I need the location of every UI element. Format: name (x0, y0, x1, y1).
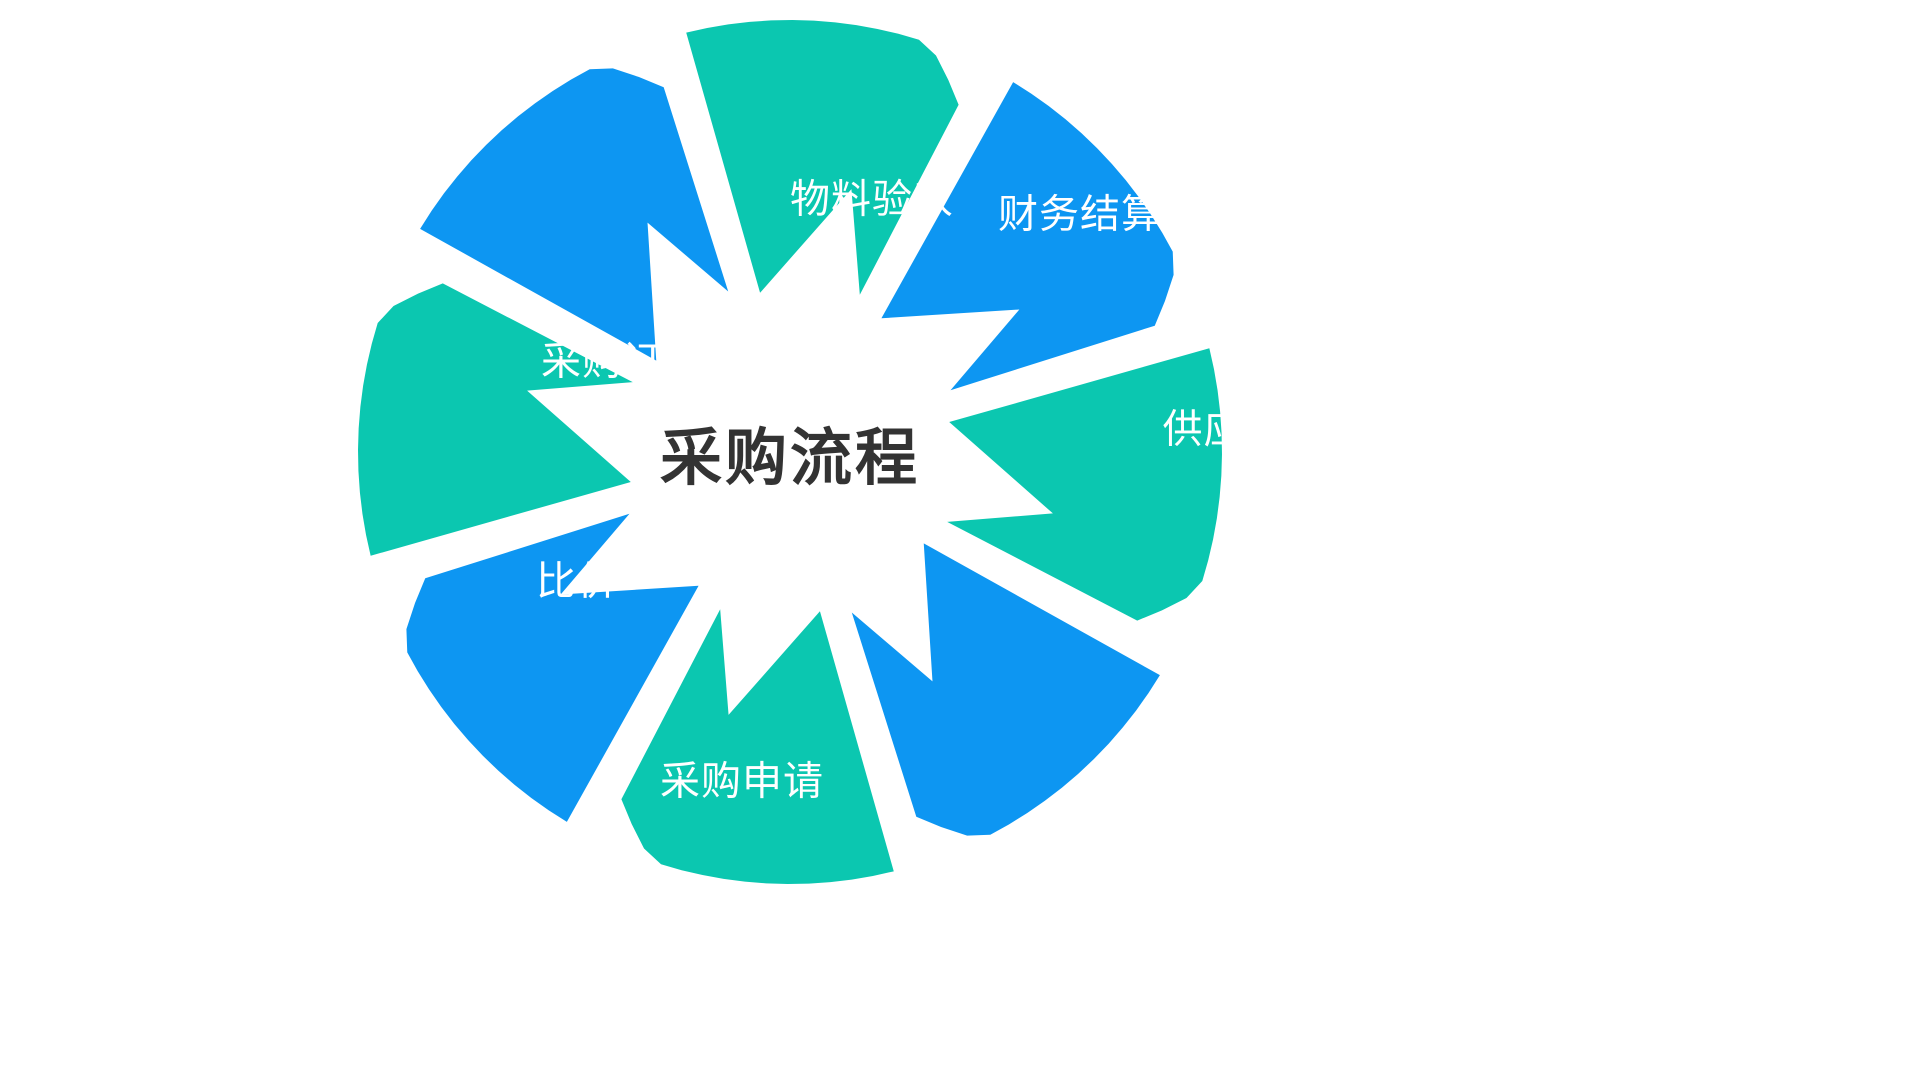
center-circle (642, 304, 938, 600)
petal-purchase-requisition[interactable] (621, 609, 894, 884)
petal-financial-settlement[interactable] (686, 20, 959, 295)
petal-supplier-admission[interactable] (881, 82, 1174, 391)
petal-group (358, 20, 1222, 884)
petal-price-comparison[interactable] (406, 513, 699, 822)
center-title: 采购流程 (659, 424, 921, 493)
petal-supplier-grade-assessment[interactable] (851, 543, 1160, 836)
petal-supplier-info-query[interactable] (947, 348, 1222, 621)
petal-material-acceptance[interactable] (420, 68, 729, 361)
petal-purchase-order[interactable] (358, 283, 633, 556)
